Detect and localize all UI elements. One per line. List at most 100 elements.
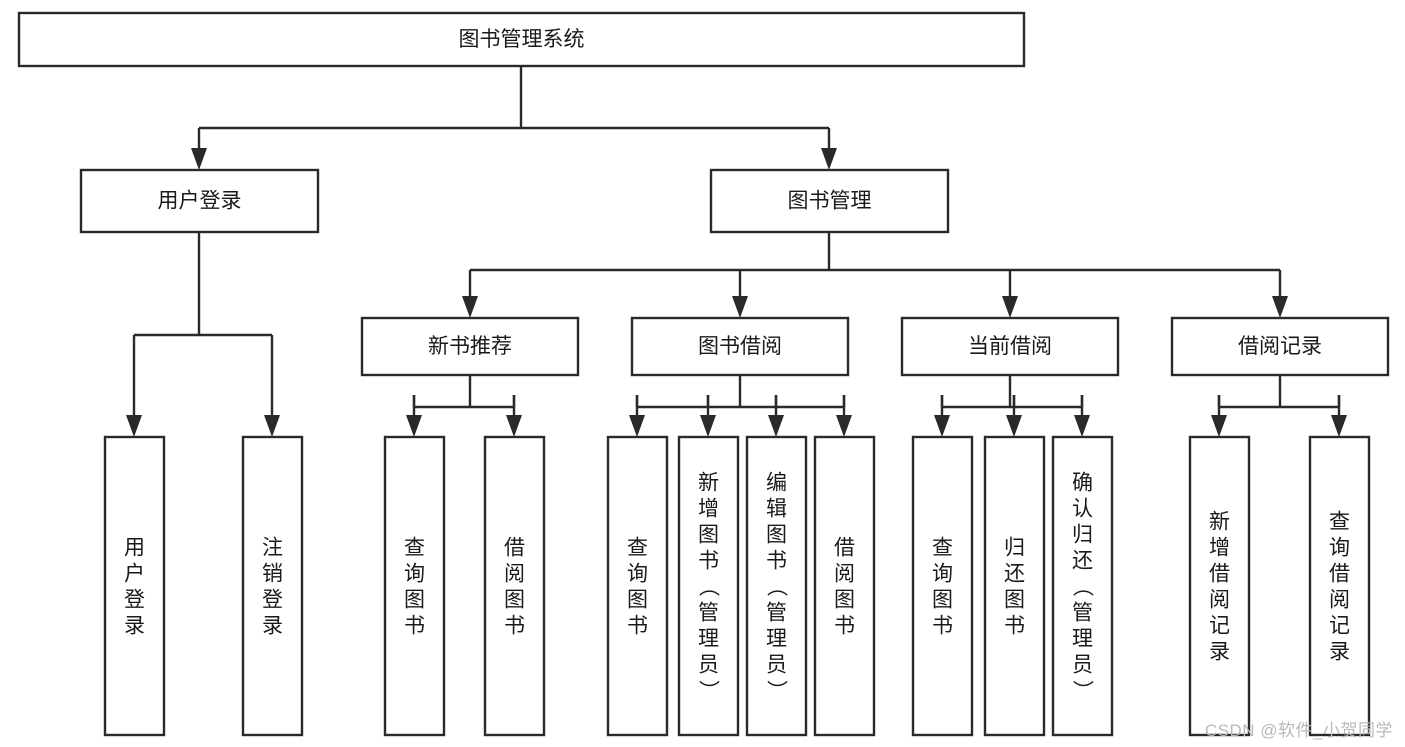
node-label: 图书管理系统 bbox=[459, 28, 585, 51]
node-label-char: 录 bbox=[1329, 640, 1350, 663]
node-box bbox=[483, 435, 546, 737]
user-login-arrow-icon bbox=[126, 415, 142, 437]
connector-layer bbox=[126, 66, 1347, 437]
node-label-char: 询 bbox=[404, 562, 425, 585]
node-box bbox=[606, 435, 669, 737]
node-label-char: 图 bbox=[627, 588, 648, 611]
leaf-arrow-icon bbox=[1331, 415, 1347, 437]
leaf-node-leaf-user-login[interactable]: 用户登录 bbox=[103, 435, 166, 737]
node-label-char: 登 bbox=[262, 588, 283, 611]
node-label-char: 还 bbox=[1072, 549, 1093, 572]
book-mgmt-arrow-icon bbox=[1272, 296, 1288, 318]
node-current-borrow[interactable]: 当前借阅 bbox=[900, 316, 1120, 377]
root-arrow-icon bbox=[191, 148, 207, 170]
leaf-arrow-icon bbox=[700, 415, 716, 437]
node-box bbox=[1188, 435, 1251, 737]
node-label-char: 书 bbox=[404, 614, 425, 637]
node-label-char: 归 bbox=[1004, 536, 1025, 559]
user-login-arrow-icon bbox=[264, 415, 280, 437]
node-label-char: 询 bbox=[627, 562, 648, 585]
node-label: 用户登录 bbox=[158, 190, 242, 213]
node-label-char: 图 bbox=[834, 588, 855, 611]
node-label: 图书借阅 bbox=[698, 335, 782, 358]
node-label-char: 书 bbox=[766, 549, 787, 572]
node-box bbox=[1170, 316, 1390, 377]
node-label-char: 理 bbox=[1072, 627, 1093, 650]
leaf-arrow-icon bbox=[934, 415, 950, 437]
node-label-char: 登 bbox=[124, 588, 145, 611]
book-mgmt-arrow-icon bbox=[732, 296, 748, 318]
node-label-char: 书 bbox=[932, 614, 953, 637]
node-label-char: 图 bbox=[404, 588, 425, 611]
node-label-char: 户 bbox=[124, 562, 145, 585]
node-label-char: 图 bbox=[932, 588, 953, 611]
node-label-char: 阅 bbox=[504, 562, 525, 585]
node-label-char: 查 bbox=[1329, 510, 1350, 533]
node-root[interactable]: 图书管理系统 bbox=[17, 11, 1026, 68]
node-label-char: 管 bbox=[766, 601, 787, 624]
leaf-arrow-icon bbox=[506, 415, 522, 437]
node-borrow-record[interactable]: 借阅记录 bbox=[1170, 316, 1390, 377]
node-box bbox=[1051, 435, 1114, 737]
node-box bbox=[383, 435, 446, 737]
node-label: 新书推荐 bbox=[428, 335, 512, 358]
node-layer: 图书管理系统用户登录图书管理新书推荐图书借阅当前借阅借阅记录用户登录注销登录查询… bbox=[17, 11, 1390, 737]
node-label-char: 辑 bbox=[766, 497, 787, 520]
node-label-char: 归 bbox=[1072, 523, 1093, 546]
node-label-char: 书 bbox=[504, 614, 525, 637]
book-mgmt-arrow-icon bbox=[462, 296, 478, 318]
node-label-char: 借 bbox=[504, 536, 525, 559]
node-label-char: （ bbox=[765, 576, 788, 597]
node-label-char: 书 bbox=[698, 549, 719, 572]
node-label-char: 记 bbox=[1209, 614, 1230, 637]
node-label-char: 管 bbox=[1072, 601, 1093, 624]
node-new-book-recommend[interactable]: 新书推荐 bbox=[360, 316, 580, 377]
node-box bbox=[677, 435, 740, 737]
node-label-char: 阅 bbox=[834, 562, 855, 585]
node-label-char: ） bbox=[1071, 680, 1094, 701]
node-label-char: 增 bbox=[698, 497, 719, 520]
node-label-char: 录 bbox=[1209, 640, 1230, 663]
node-label-char: 书 bbox=[834, 614, 855, 637]
node-label-char: ） bbox=[697, 680, 720, 701]
node-label-char: 认 bbox=[1072, 497, 1093, 520]
node-label-char: 管 bbox=[698, 601, 719, 624]
node-box bbox=[911, 435, 974, 737]
node-box bbox=[813, 435, 876, 737]
node-box bbox=[103, 435, 166, 737]
node-label-char: 确 bbox=[1072, 471, 1093, 494]
node-book-management[interactable]: 图书管理 bbox=[709, 168, 950, 234]
node-box bbox=[630, 316, 850, 377]
node-label: 借阅记录 bbox=[1238, 335, 1322, 358]
book-mgmt-arrow-icon bbox=[1002, 296, 1018, 318]
node-label-char: 理 bbox=[766, 627, 787, 650]
node-label-char: 阅 bbox=[1329, 588, 1350, 611]
node-label-char: 员 bbox=[698, 653, 719, 676]
node-label-char: 记 bbox=[1329, 614, 1350, 637]
node-label-char: 借 bbox=[1209, 562, 1230, 585]
node-label-char: 录 bbox=[124, 614, 145, 637]
leaf-arrow-icon bbox=[1006, 415, 1022, 437]
node-label-char: 增 bbox=[1209, 536, 1230, 559]
node-label-char: 查 bbox=[932, 536, 953, 559]
node-box bbox=[709, 168, 950, 234]
leaf-arrow-icon bbox=[1211, 415, 1227, 437]
node-book-borrow[interactable]: 图书借阅 bbox=[630, 316, 850, 377]
leaf-arrow-icon bbox=[768, 415, 784, 437]
node-label-char: 注 bbox=[262, 536, 283, 559]
node-label-char: 理 bbox=[698, 627, 719, 650]
node-user-login[interactable]: 用户登录 bbox=[79, 168, 320, 234]
